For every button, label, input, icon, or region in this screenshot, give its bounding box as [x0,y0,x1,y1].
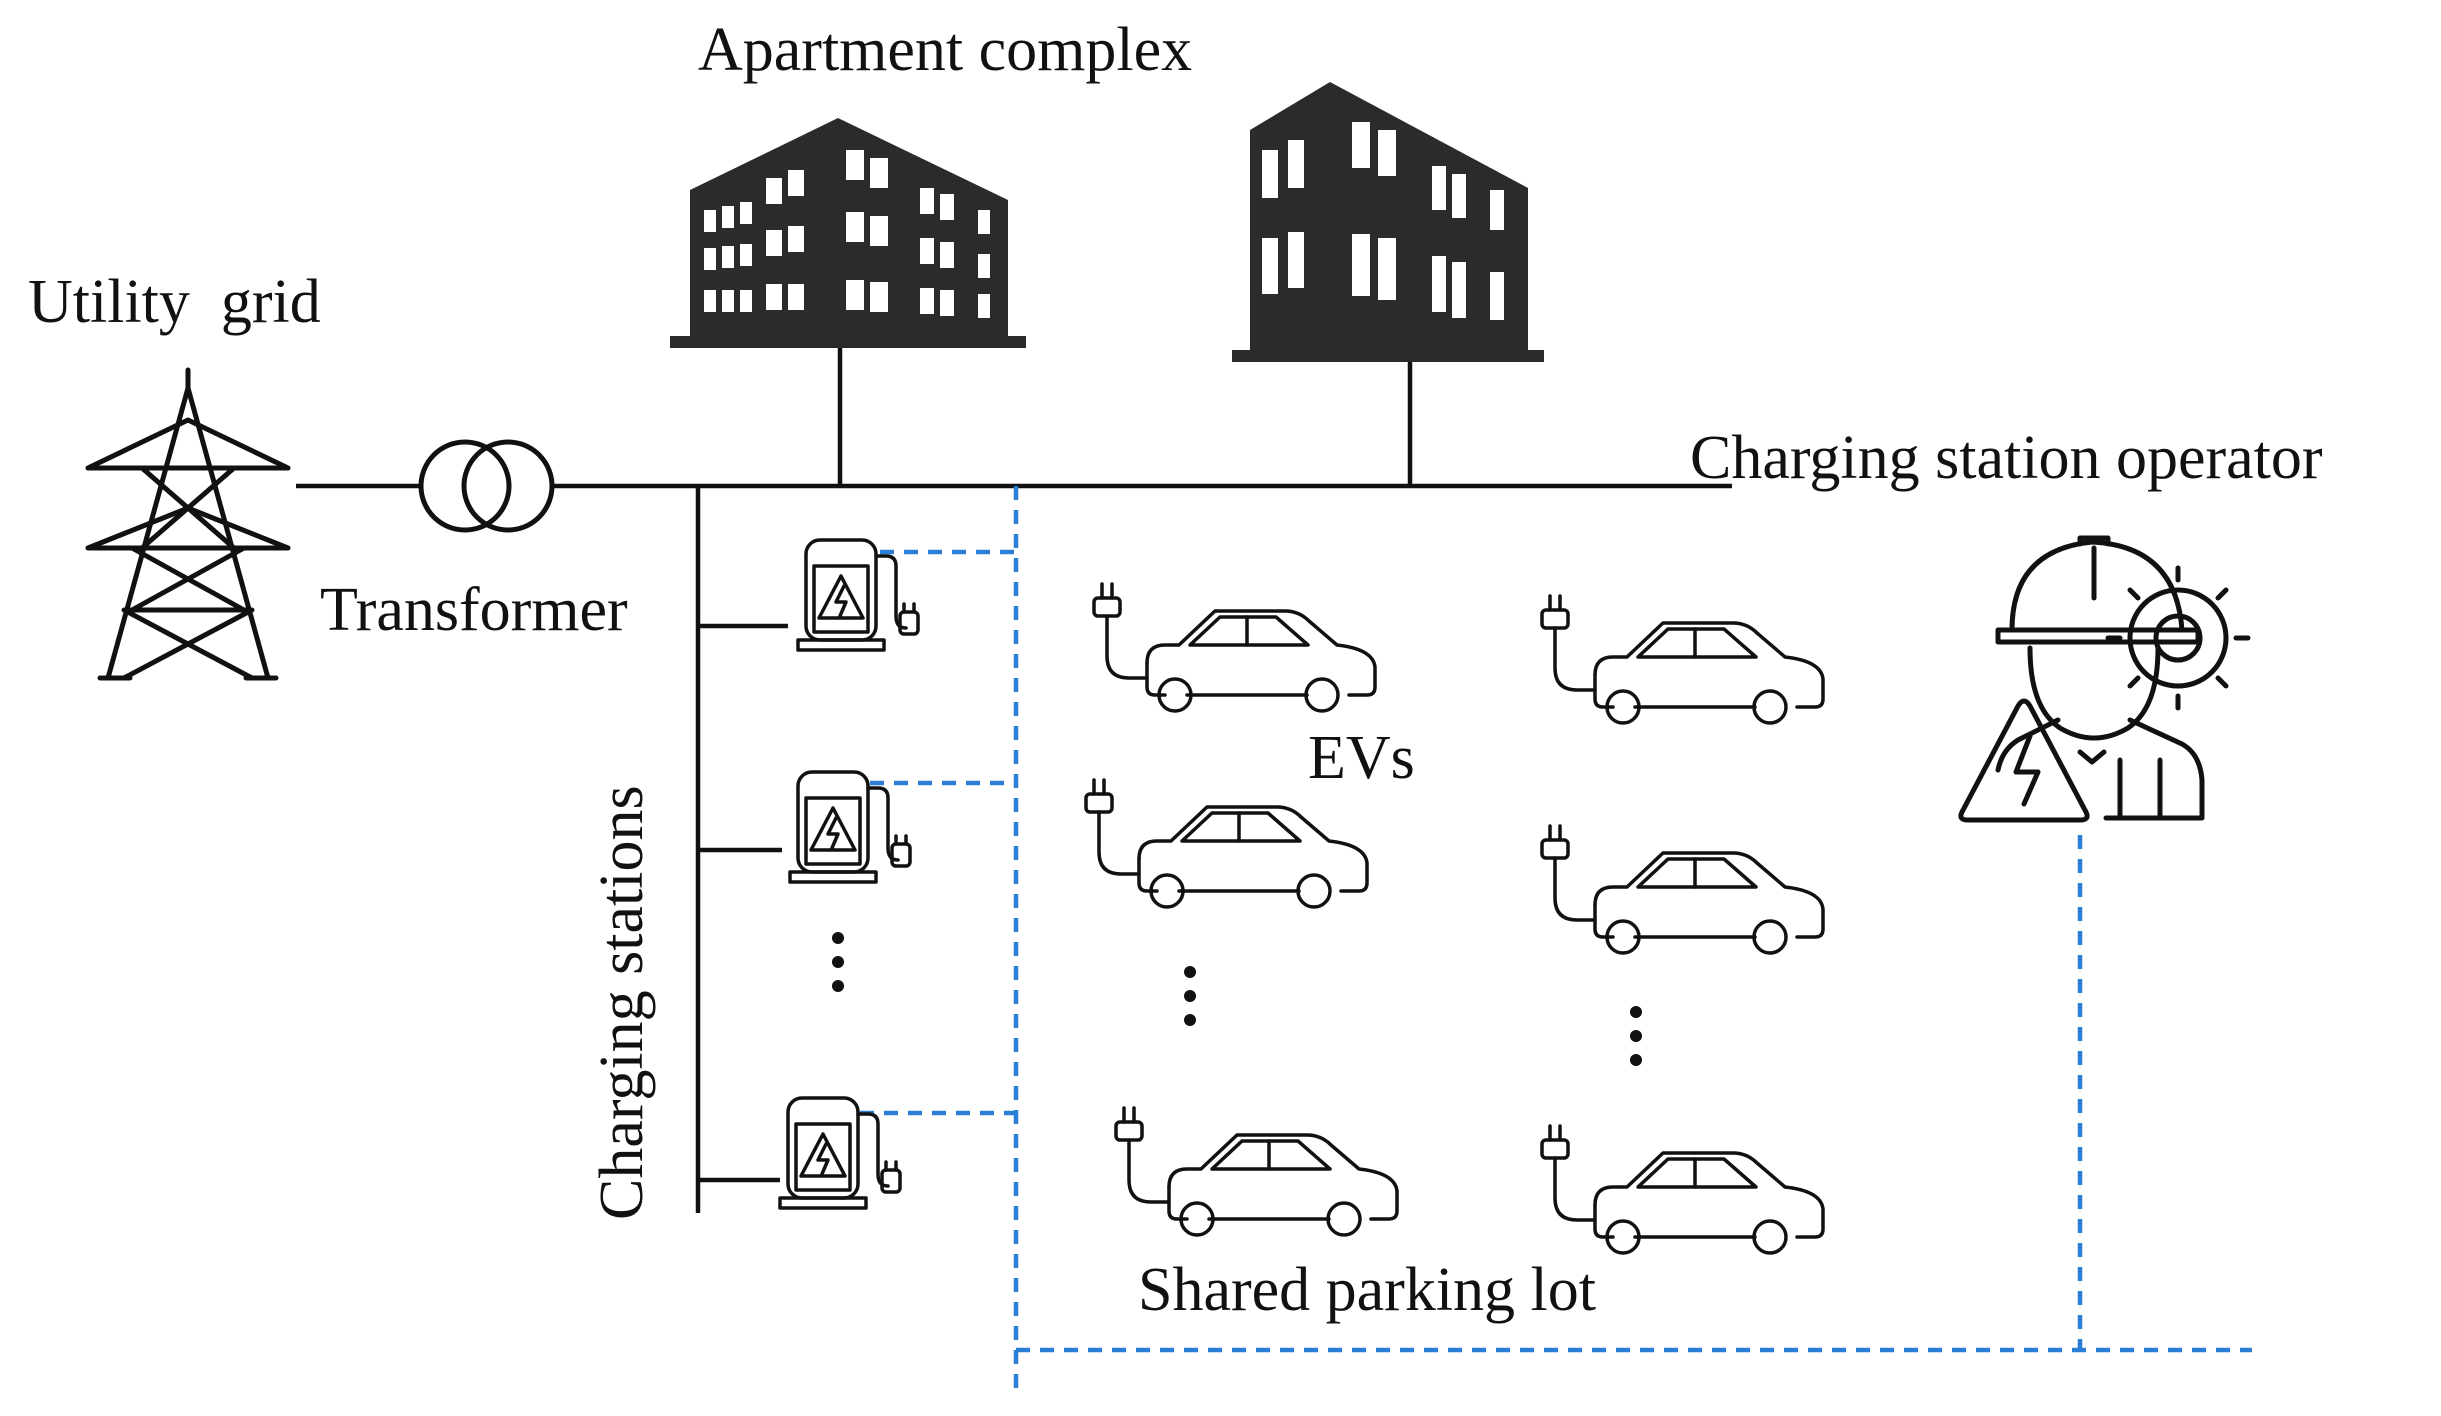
apartment-building-icon-2 [1232,82,1544,362]
shared-parking-lot-label: Shared parking lot [1138,1256,1596,1324]
utility-grid-label: Utility grid [28,268,321,336]
transformer-icon [418,439,555,533]
power-network [296,345,1732,1213]
charging-station-ellipsis [832,932,844,992]
transmission-tower-icon [85,367,291,681]
warning-triangle-icon [1958,698,2090,823]
ev-car-icon-2 [1084,778,1369,909]
charging-station-icon-2 [788,770,912,884]
ev-car-icon-5 [1540,824,1825,955]
operator-worker-icon [1958,535,2251,823]
apartment-complex-label: Apartment complex [698,16,1192,84]
ev-column-1-ellipsis [1184,966,1196,1026]
apartment-building-icon-1 [670,118,1026,348]
communication-network [860,486,2252,1390]
ev-column-2-ellipsis [1630,1006,1642,1066]
gear-icon [2105,565,2251,711]
ev-car-icon-3 [1114,1106,1399,1237]
charging-station-icon-3 [778,1096,902,1210]
ev-car-icon-4 [1540,594,1825,725]
charging-station-operator-label: Charging station operator [1690,424,2323,492]
transformer-label: Transformer [320,576,628,644]
ev-car-icon-6 [1540,1124,1825,1255]
charging-station-icon-1 [796,538,920,652]
evs-label: EVs [1308,724,1415,792]
charging-stations-label: Charging stations [588,785,656,1220]
ev-car-icon-1 [1092,582,1377,713]
